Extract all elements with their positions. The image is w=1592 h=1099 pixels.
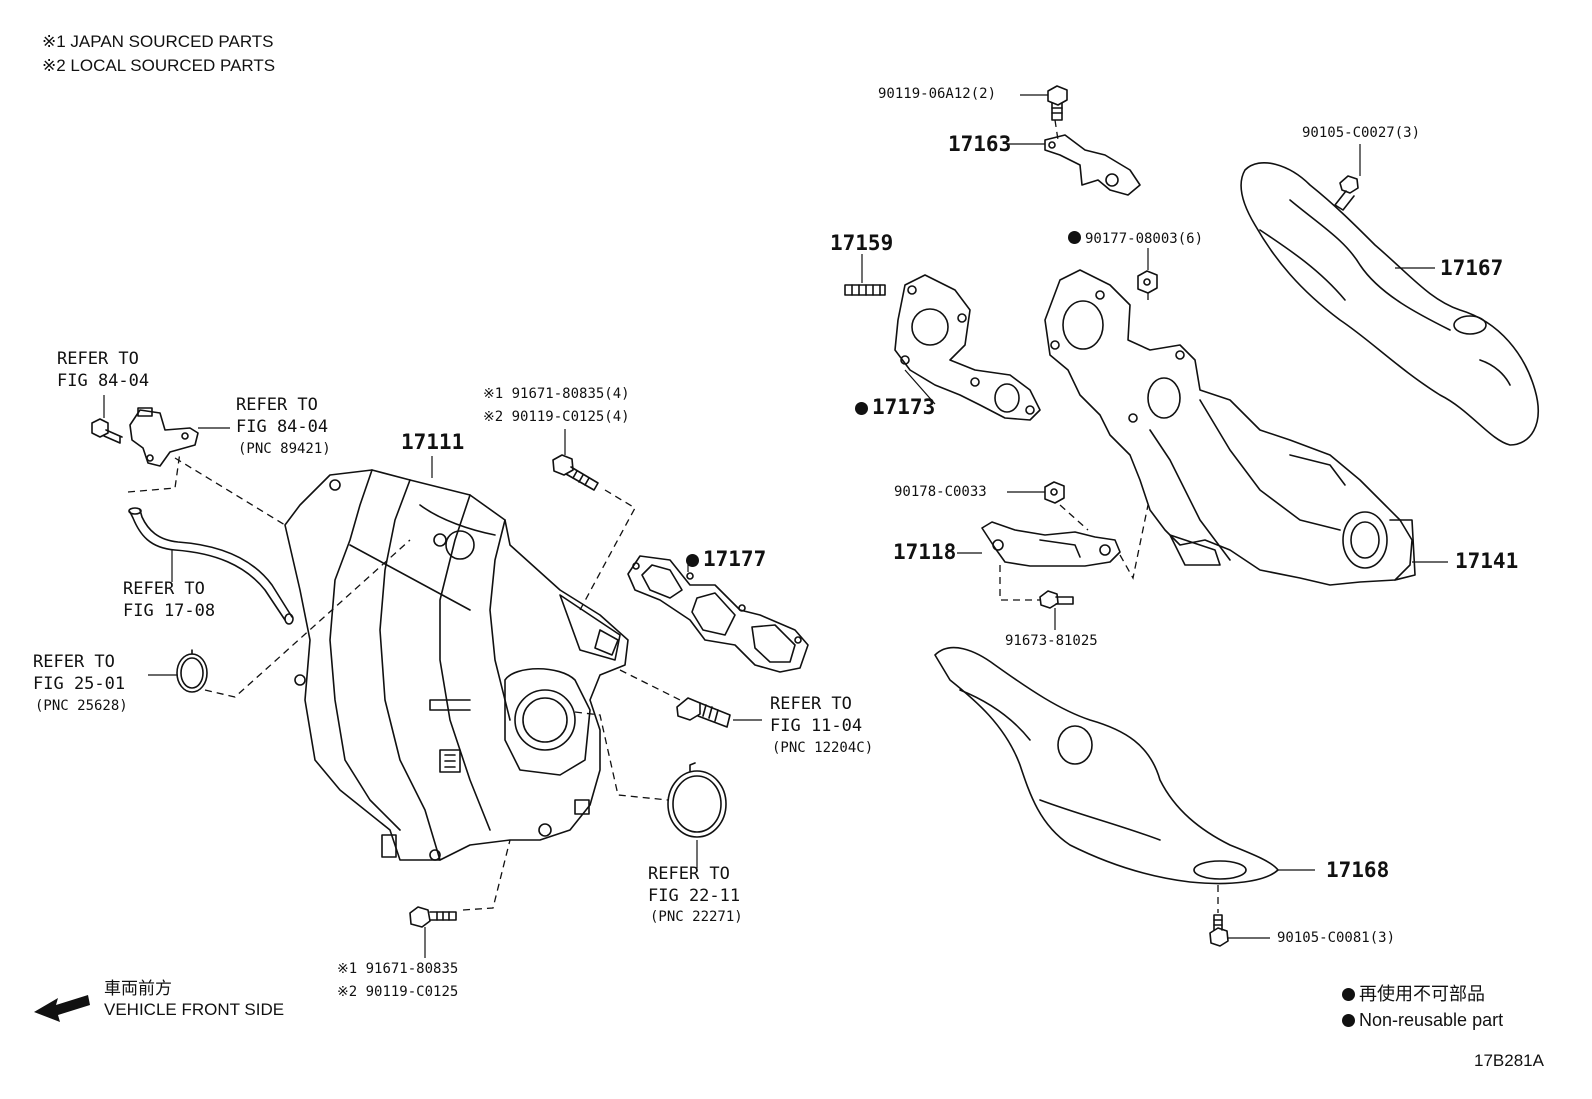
exhaust-manifold-17141-drawing xyxy=(1044,269,1416,586)
part-90105-c0081: 90105-C0081(3) xyxy=(1277,930,1396,946)
non-reusable-dot xyxy=(686,554,699,567)
ref2-pnc: (PNC 89421) xyxy=(238,441,331,457)
ref6-line2: FIG 22-11 xyxy=(648,886,741,906)
dashed-connectors xyxy=(127,119,1219,913)
ref6-line1: REFER TO xyxy=(648,864,730,884)
ref5-line1: REFER TO xyxy=(770,694,852,714)
hose-drawing xyxy=(128,507,294,625)
insulator-17167-drawing xyxy=(1240,162,1539,446)
part-17159: 17159 xyxy=(830,231,894,255)
part-17173-label: 17173 xyxy=(872,395,936,419)
legend-jp: 再使用不可部品 xyxy=(1342,985,1485,1003)
bolt-c0027-drawing xyxy=(1334,175,1359,211)
bolt-bottom-drawing xyxy=(409,906,457,928)
part-91673-81025: 91673-81025 xyxy=(1005,633,1098,649)
part-bolt-top-japan: ※1 91671-80835(4) xyxy=(483,386,630,402)
legend-en: Non-reusable part xyxy=(1342,1011,1503,1029)
ref5-pnc: (PNC 12204C) xyxy=(772,740,874,756)
part-90105-c0027: 90105-C0027(3) xyxy=(1302,125,1421,141)
insulator-17168-drawing xyxy=(934,646,1279,885)
stud-right-drawing xyxy=(676,697,731,728)
part-17177: 17177 xyxy=(686,549,766,570)
ref4-line1: REFER TO xyxy=(33,652,115,672)
sensor-drawing xyxy=(129,407,199,467)
part-17141: 17141 xyxy=(1455,549,1519,573)
gasket-17177-drawing xyxy=(627,555,809,673)
part-90177-08003-label: 90177-08003(6) xyxy=(1085,231,1204,247)
gasket-17173-drawing xyxy=(894,274,1041,421)
nut-08003-drawing xyxy=(1137,270,1158,294)
ref2-line2: FIG 84-04 xyxy=(236,417,329,437)
bolt-c0081-drawing xyxy=(1209,914,1229,947)
ref4-line2: FIG 25-01 xyxy=(33,674,126,694)
non-reusable-dot xyxy=(1068,231,1081,244)
part-90177-08003: 90177-08003(6) xyxy=(1068,231,1203,246)
stud-17159-drawing xyxy=(844,284,886,296)
note-local-sourced: ※2 LOCAL SOURCED PARTS xyxy=(42,56,276,75)
direction-jp: 車両前方 xyxy=(104,979,172,998)
bolt-small-left xyxy=(91,418,123,444)
part-17118: 17118 xyxy=(893,540,957,564)
bracket-17118-drawing xyxy=(981,521,1121,567)
part-17111: 17111 xyxy=(401,430,465,454)
intake-manifold-drawing xyxy=(284,469,629,861)
figure-id: 17B281A xyxy=(1474,1051,1544,1070)
part-17163: 17163 xyxy=(948,132,1012,156)
bolt-81025-drawing xyxy=(1039,590,1074,609)
nut-c0033-drawing xyxy=(1044,481,1065,504)
part-17173: 17173 xyxy=(855,397,935,418)
part-bolt-bottom-local: ※2 90119-C0125 xyxy=(337,984,459,1000)
part-17177-label: 17177 xyxy=(703,547,767,571)
ref4-pnc: (PNC 25628) xyxy=(35,698,128,714)
ref1-line2: FIG 84-04 xyxy=(57,371,150,391)
oring-bottom xyxy=(667,770,727,838)
part-17168: 17168 xyxy=(1326,858,1390,882)
legend-en-label: Non-reusable part xyxy=(1359,1010,1504,1030)
leader-lines xyxy=(103,94,1448,958)
note-japan-sourced: ※1 JAPAN SOURCED PARTS xyxy=(42,32,274,51)
part-17167: 17167 xyxy=(1440,256,1504,280)
legend-dot-icon xyxy=(1342,988,1355,1001)
ref5-line2: FIG 11-04 xyxy=(770,716,863,736)
part-bolt-top-local: ※2 90119-C0125(4) xyxy=(483,409,630,425)
ref2-line1: REFER TO xyxy=(236,395,318,415)
ref3-line2: FIG 17-08 xyxy=(123,601,216,621)
bracket-17163-drawing xyxy=(1044,134,1141,196)
part-90178-c0033: 90178-C0033 xyxy=(894,484,987,500)
bolt-top-drawing xyxy=(552,454,599,491)
non-reusable-dot xyxy=(855,402,868,415)
bolt-06a12-drawing xyxy=(1047,85,1068,121)
part-90119-06a12: 90119-06A12(2) xyxy=(878,86,997,102)
ref3-line1: REFER TO xyxy=(123,579,205,599)
ref6-pnc: (PNC 22271) xyxy=(650,909,743,925)
legend-jp-label: 再使用不可部品 xyxy=(1359,984,1485,1004)
ref1-line1: REFER TO xyxy=(57,349,139,369)
legend-dot-icon xyxy=(1342,1014,1355,1027)
part-bolt-bottom-japan: ※1 91671-80835 xyxy=(337,961,459,977)
vehicle-front-arrow xyxy=(34,995,90,1022)
direction-en: VEHICLE FRONT SIDE xyxy=(104,1000,285,1019)
